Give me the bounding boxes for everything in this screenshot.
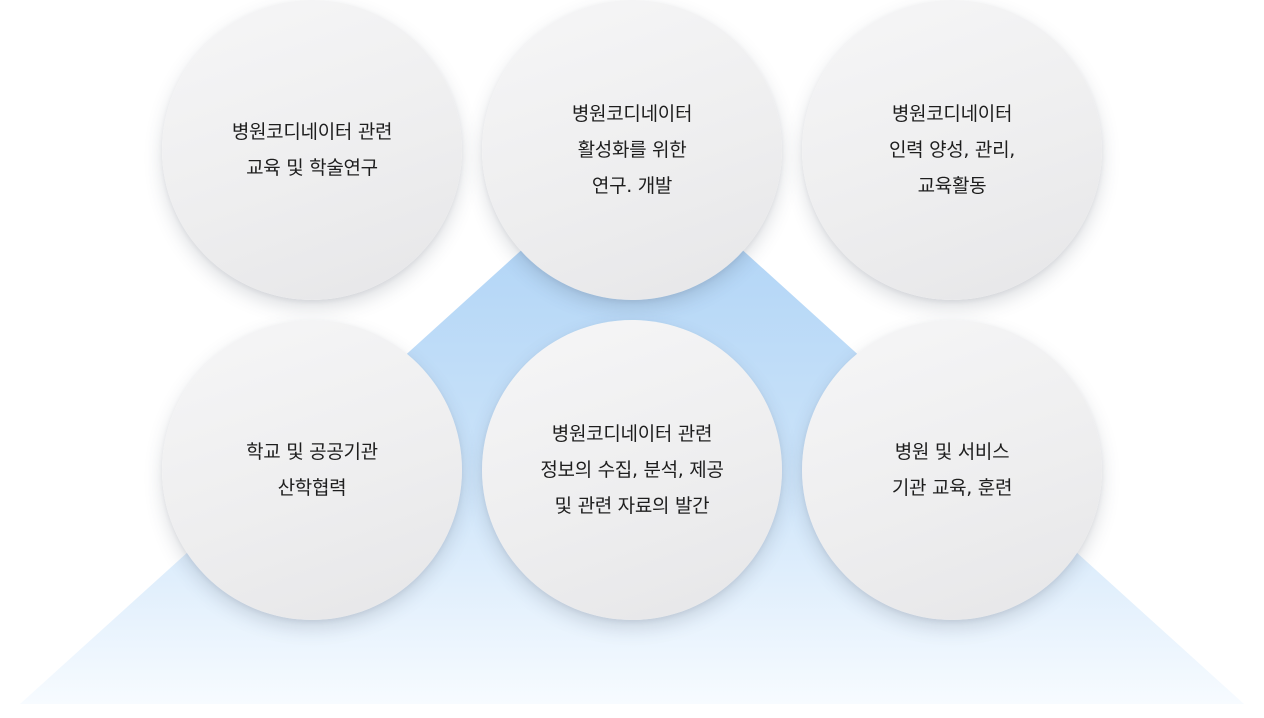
circle-label-line: 병원 및 서비스 [894, 441, 1010, 463]
circle-label-line: 인력 양성, 관리, [888, 139, 1016, 161]
circle-label-line: 기관 교육, 훈련 [891, 477, 1013, 499]
circle-label-line: 연구. 개발 [591, 175, 673, 197]
circle-label: 학교 및 공공기관 산학협력 [246, 434, 378, 506]
circle-label: 병원코디네이터 관련 정보의 수집, 분석, 제공 및 관련 자료의 발간 [540, 416, 724, 524]
circle-research-development: 병원코디네이터 활성화를 위한 연구. 개발 [482, 0, 782, 300]
circle-label-line: 병원코디네이터 [891, 103, 1013, 125]
circle-industry-academic: 학교 및 공공기관 산학협력 [162, 320, 462, 620]
circle-institution-training: 병원 및 서비스 기관 교육, 훈련 [802, 320, 1102, 620]
circle-label: 병원코디네이터 활성화를 위한 연구. 개발 [571, 96, 693, 204]
circle-label-line: 병원코디네이터 관련 [551, 423, 713, 445]
circle-label: 병원코디네이터 인력 양성, 관리, 교육활동 [889, 96, 1015, 204]
circle-workforce-training: 병원코디네이터 인력 양성, 관리, 교육활동 [802, 0, 1102, 300]
circle-label-line: 학교 및 공공기관 [246, 441, 378, 463]
circle-label-line: 산학협력 [277, 477, 347, 499]
circle-label-line: 활성화를 위한 [577, 139, 687, 161]
circle-label-line: 및 관련 자료의 발간 [554, 495, 710, 517]
circle-label-line: 정보의 수집, 분석, 제공 [540, 459, 724, 481]
circle-label: 병원코디네이터 관련 교육 및 학술연구 [231, 114, 393, 186]
circle-label-line: 병원코디네이터 [571, 103, 693, 125]
circle-label-line: 교육활동 [917, 175, 987, 197]
circle-label: 병원 및 서비스 기관 교육, 훈련 [891, 434, 1013, 506]
circle-label-line: 병원코디네이터 관련 [231, 121, 393, 143]
circle-education-research: 병원코디네이터 관련 교육 및 학술연구 [162, 0, 462, 300]
circle-label-line: 교육 및 학술연구 [246, 157, 378, 179]
circle-information-publication: 병원코디네이터 관련 정보의 수집, 분석, 제공 및 관련 자료의 발간 [482, 320, 782, 620]
